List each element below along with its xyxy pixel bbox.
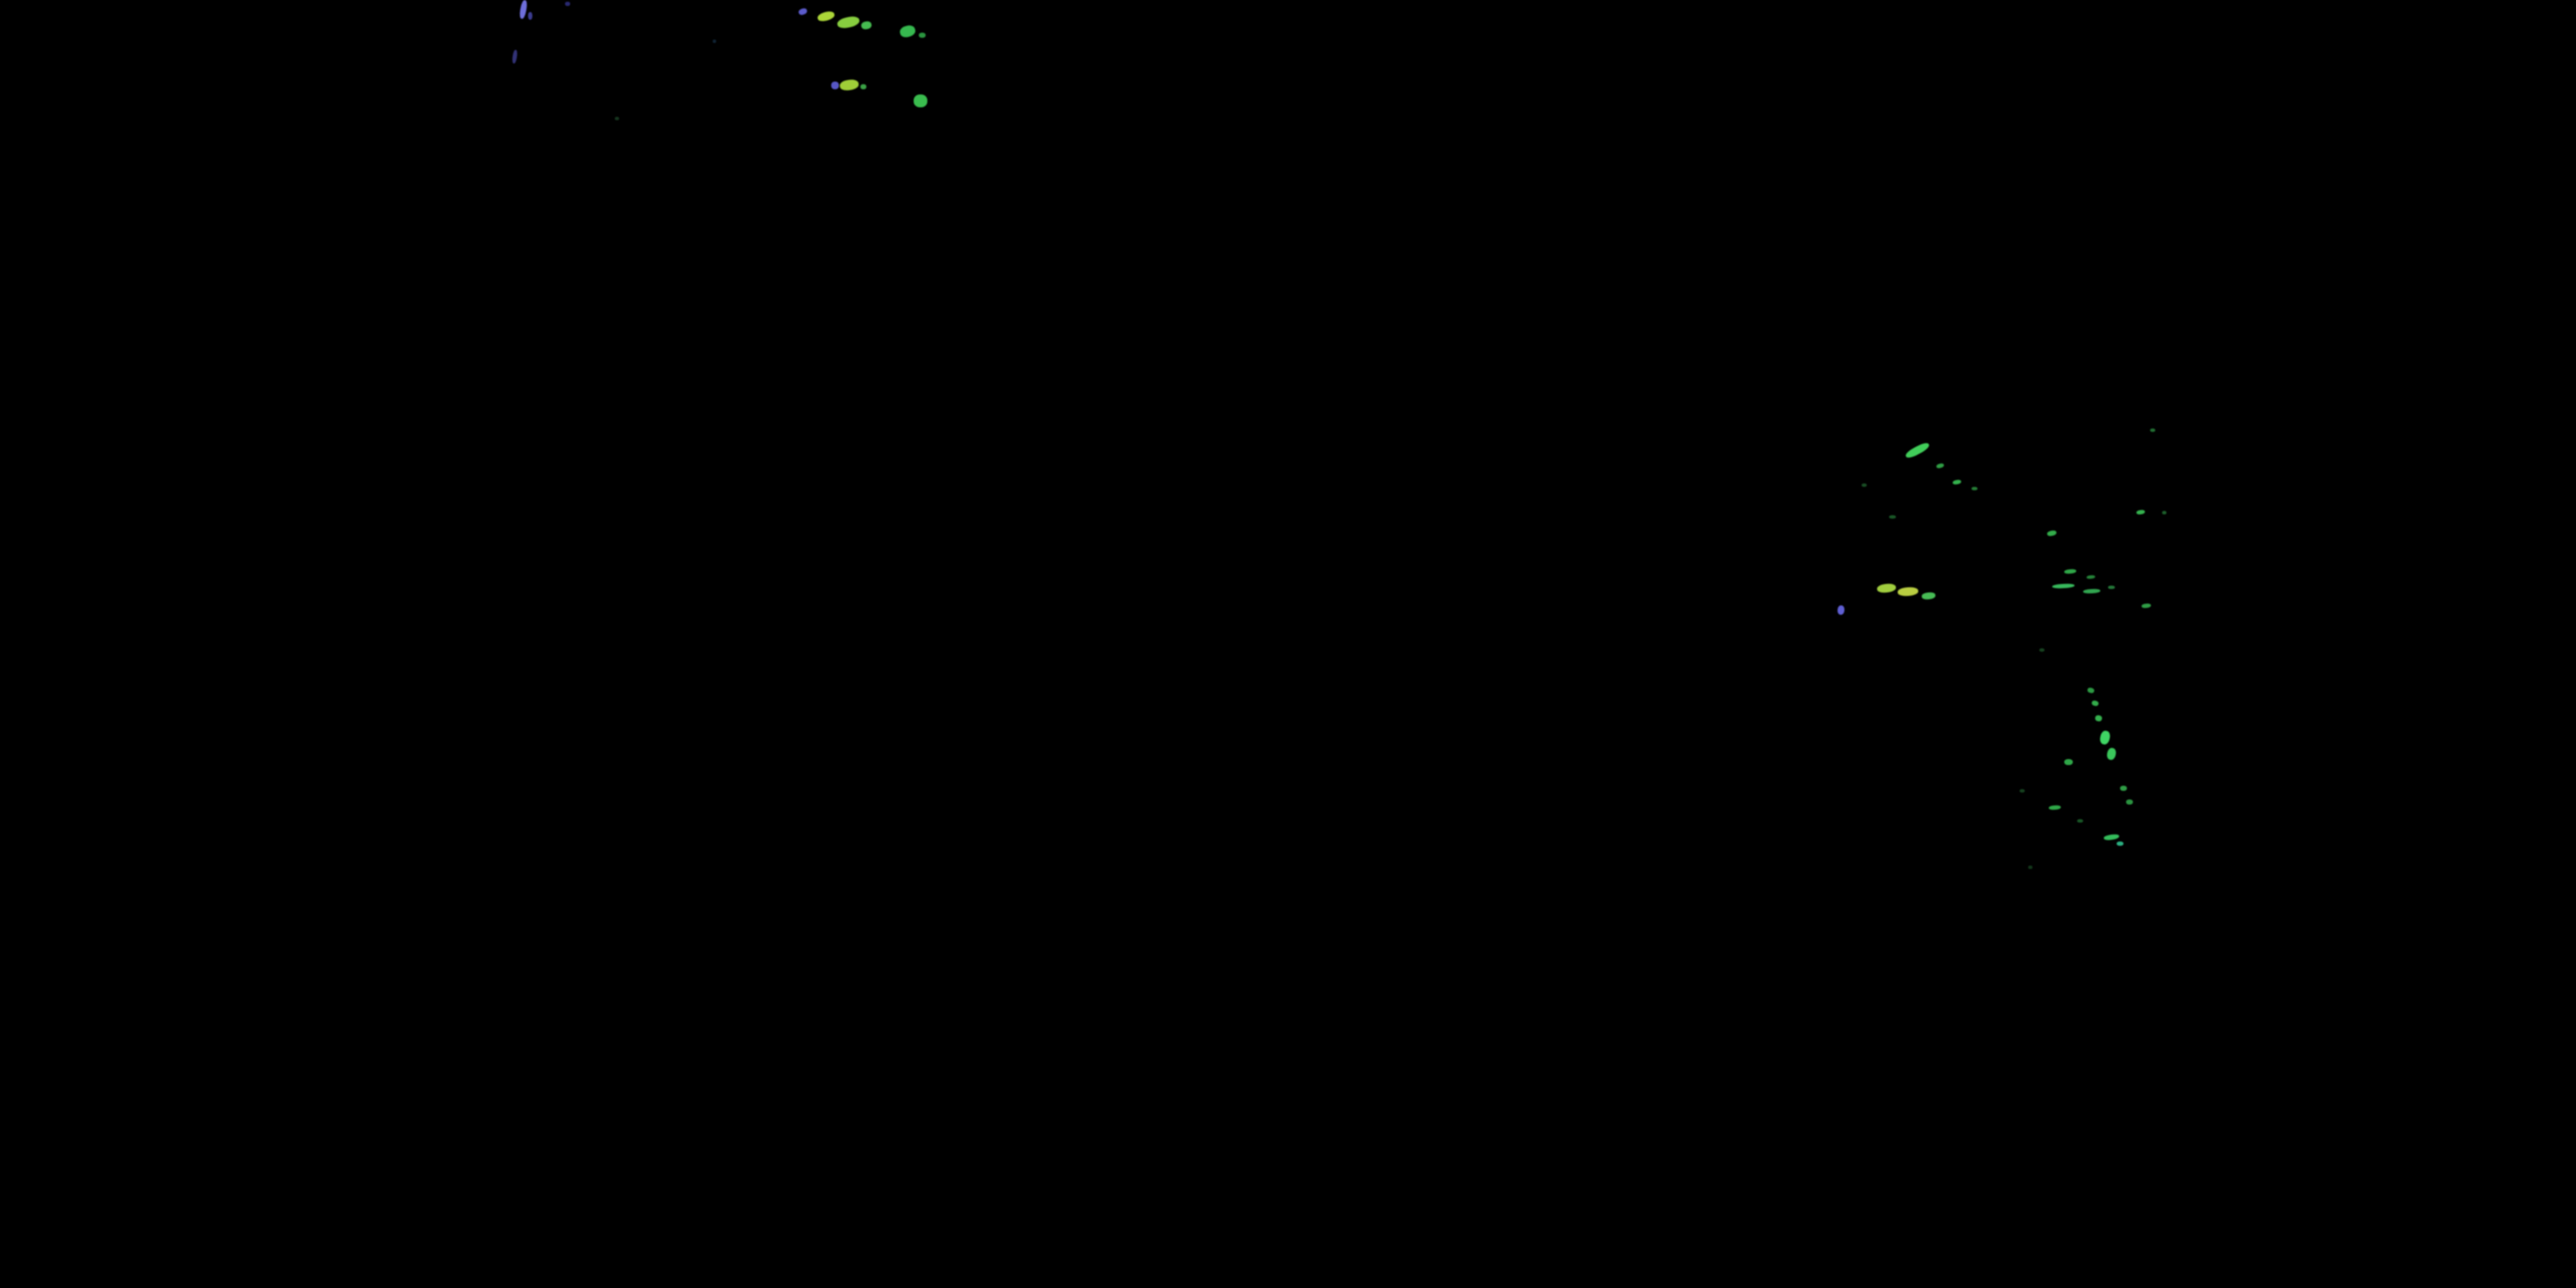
image-speck — [860, 84, 866, 89]
image-speck — [836, 15, 860, 30]
image-speck — [798, 7, 808, 16]
image-speck — [2082, 588, 2101, 594]
image-speck — [2077, 819, 2083, 823]
image-speck — [817, 9, 835, 23]
image-speck — [519, 0, 528, 20]
image-speck — [2051, 583, 2075, 589]
image-speck — [565, 2, 570, 6]
image-speck — [2136, 509, 2146, 515]
image-speck — [2141, 603, 2152, 609]
image-speck — [2020, 789, 2025, 793]
image-speck — [1921, 592, 1936, 600]
image-speck — [919, 33, 926, 38]
image-speck — [2103, 833, 2120, 841]
image-speck — [1952, 479, 1962, 485]
image-speck — [2094, 714, 2103, 722]
image-speck — [1837, 605, 1845, 616]
image-speck — [1935, 462, 1945, 470]
image-speck — [2108, 586, 2115, 589]
image-speck — [2063, 568, 2077, 574]
image-speck — [1862, 483, 1867, 487]
image-speck — [1904, 440, 1931, 460]
image-speck — [2150, 428, 2155, 432]
image-speck — [898, 23, 917, 39]
image-speck — [511, 49, 519, 64]
image-speck — [2048, 805, 2062, 811]
image-speck — [914, 94, 927, 107]
image-speck — [2091, 700, 2099, 707]
image-speck — [2099, 730, 2111, 745]
image-speck — [528, 12, 532, 20]
image-speck — [1876, 582, 1897, 594]
image-speck — [2126, 799, 2133, 805]
image-speck — [1971, 487, 1978, 490]
image-speck — [2120, 786, 2127, 791]
image-speck — [2039, 648, 2044, 652]
image-speck — [839, 78, 860, 92]
image-speck — [2117, 841, 2123, 846]
image-speck — [2064, 759, 2073, 765]
image-speck — [2086, 574, 2096, 580]
image-speck — [1889, 515, 1896, 519]
image-speck — [2046, 529, 2057, 538]
image-speck — [831, 82, 839, 89]
image-speck — [615, 117, 619, 120]
image-speck — [1897, 586, 1919, 597]
image-speck — [2028, 866, 2032, 869]
image-speck — [713, 39, 716, 43]
image-speck — [2162, 511, 2166, 514]
image-speck — [2105, 747, 2117, 761]
image-speck — [2087, 687, 2095, 694]
image-speck — [860, 21, 872, 30]
